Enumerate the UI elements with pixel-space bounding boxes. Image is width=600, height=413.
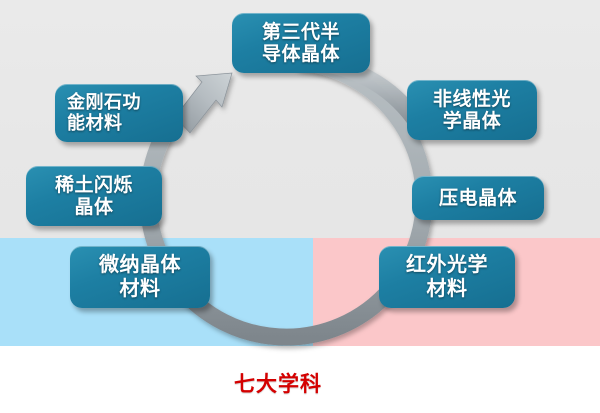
node-piezoelectric-crystal[interactable]: 压电晶体 bbox=[412, 176, 544, 220]
node-rare-earth-scintillation-crystal[interactable]: 稀土闪烁 晶体 bbox=[26, 166, 162, 226]
seven-disciplines-caption: 七大学科 bbox=[0, 368, 600, 398]
node-label: 微纳晶体 材料 bbox=[99, 252, 181, 300]
node-label: 金刚石功 能材料 bbox=[67, 91, 141, 134]
node-label: 稀土闪烁 晶体 bbox=[54, 173, 133, 218]
node-label: 非线性光 学晶体 bbox=[432, 87, 511, 132]
background-bottom-white bbox=[0, 346, 600, 413]
node-label: 第三代半 导体晶体 bbox=[261, 20, 340, 65]
caption-text: 七大学科 bbox=[234, 372, 322, 396]
cycle-arrowhead-up-right bbox=[174, 72, 233, 134]
node-3rd-gen-semiconductor[interactable]: 第三代半 导体晶体 bbox=[232, 13, 370, 73]
node-infrared-optical-material[interactable]: 红外光学 材料 bbox=[379, 246, 515, 308]
node-nonlinear-optical-crystal[interactable]: 非线性光 学晶体 bbox=[407, 80, 537, 140]
node-label: 红外光学 材料 bbox=[406, 252, 488, 300]
node-diamond-functional-material[interactable]: 金刚石功 能材料 bbox=[55, 84, 183, 142]
node-micro-nano-crystal-material[interactable]: 微纳晶体 材料 bbox=[70, 246, 210, 308]
node-label: 压电晶体 bbox=[438, 186, 517, 209]
